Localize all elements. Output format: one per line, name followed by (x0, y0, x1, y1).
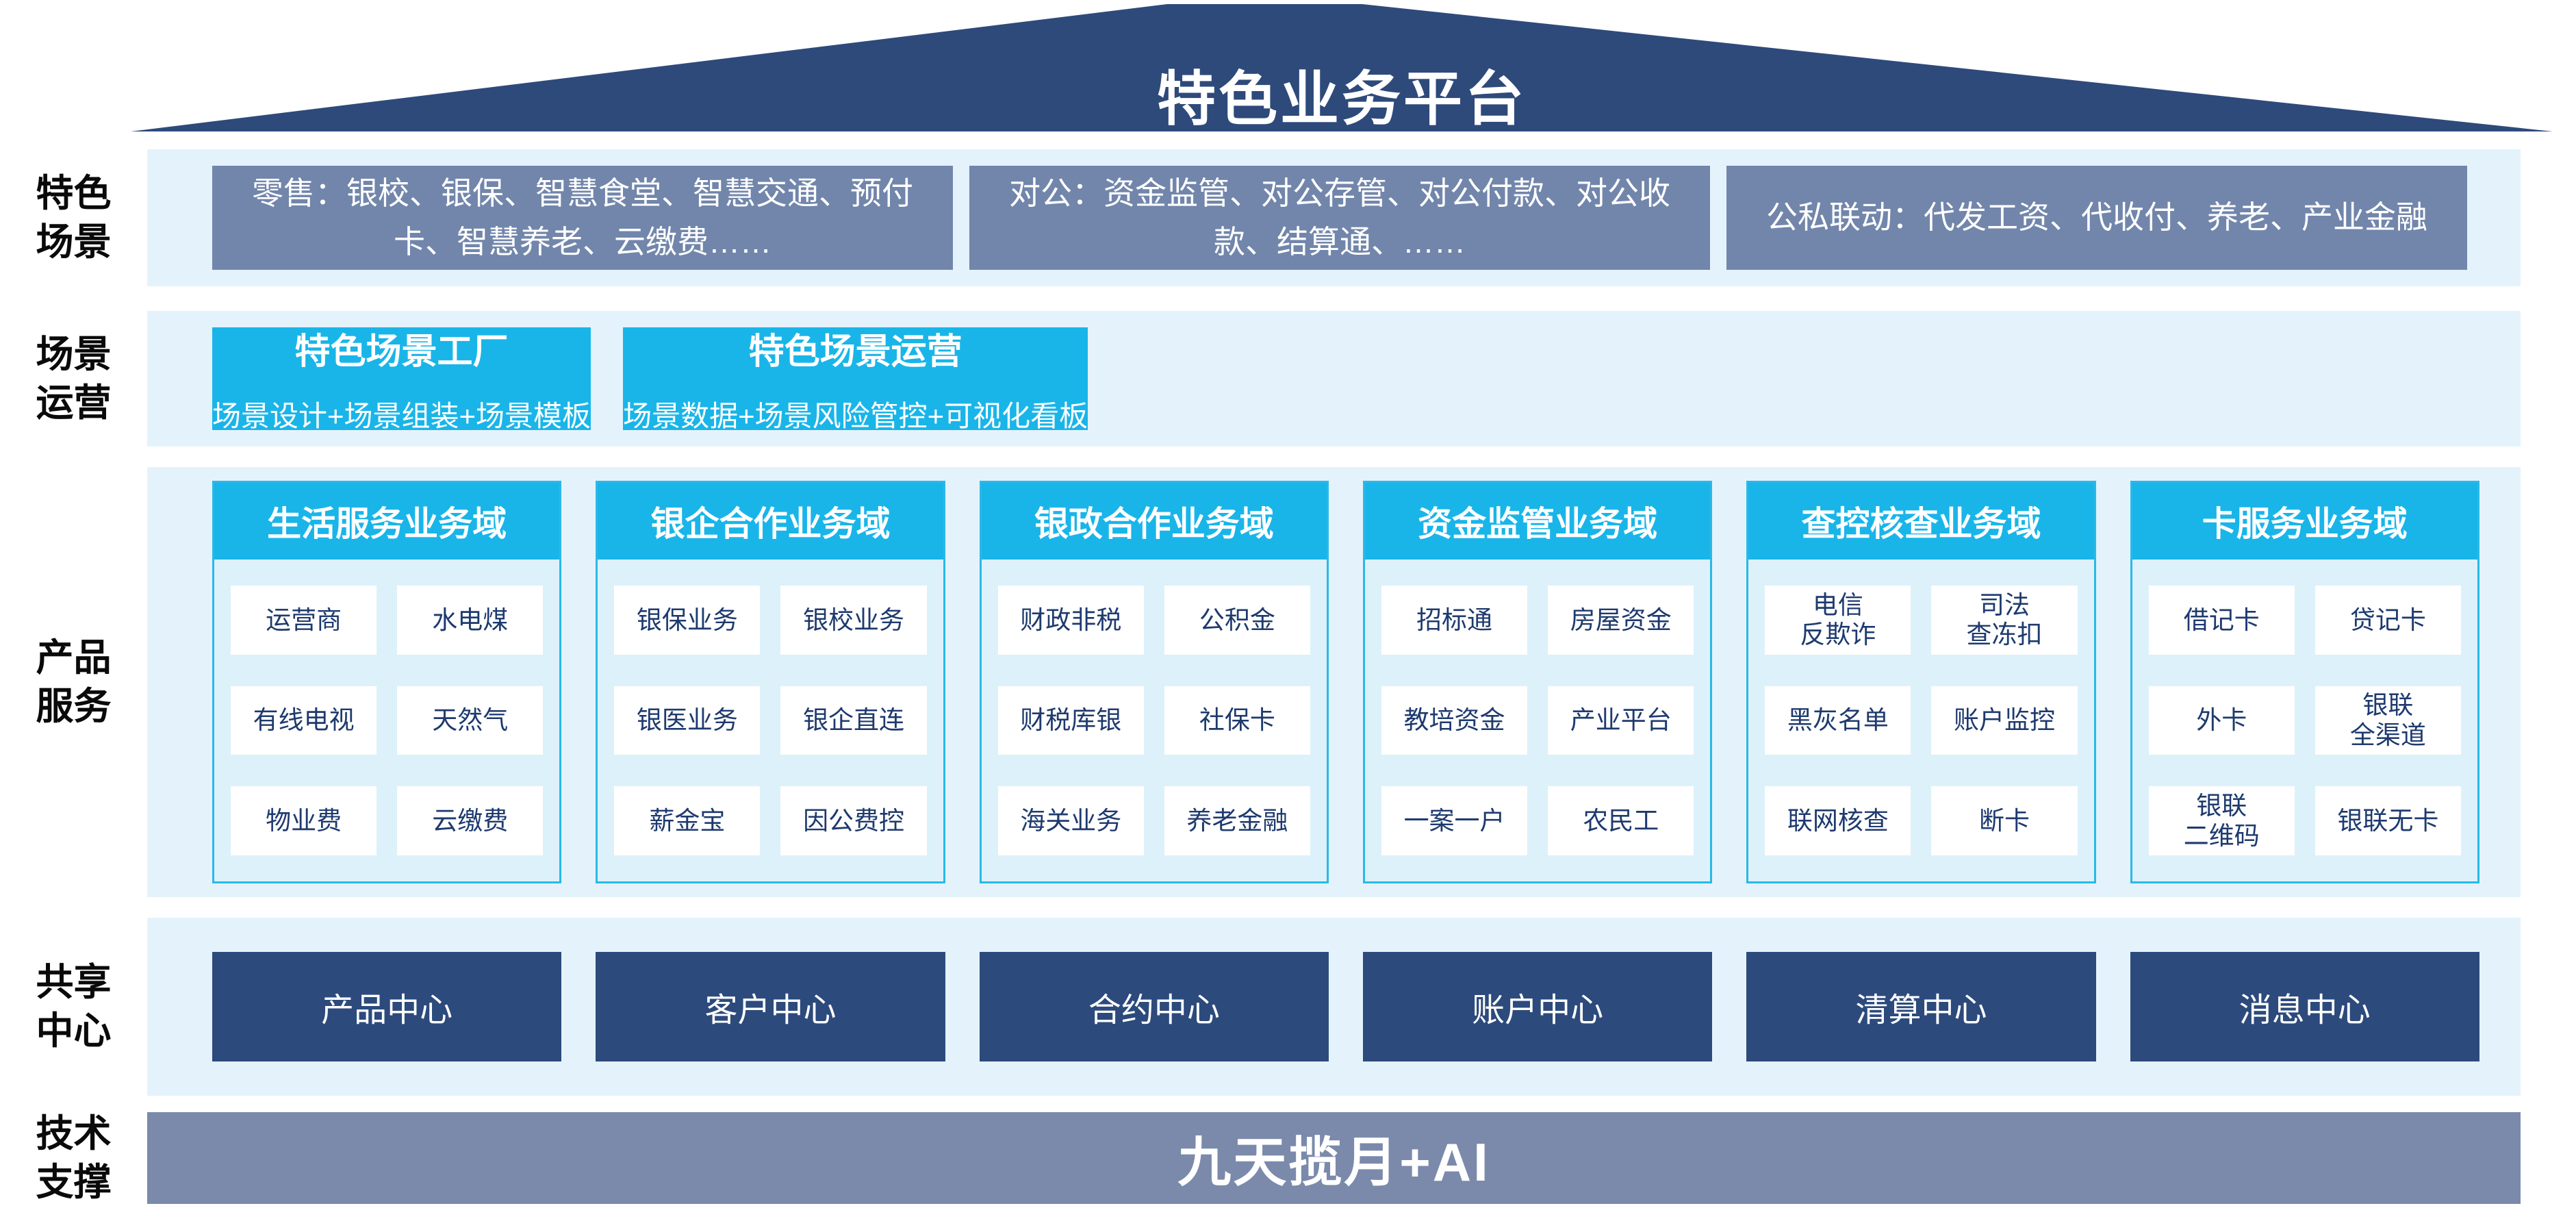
domain-item: 云缴费 (397, 786, 544, 855)
domain-item: 因公费控 (780, 786, 927, 855)
domain-card: 银企合作业务域 银保业务 银校业务 银医业务 银企直连 薪金宝 因公费控 (596, 481, 945, 883)
shared-center-box: 清算中心 (1746, 952, 2096, 1061)
domain-item: 海关业务 (997, 786, 1144, 855)
domain-card-body: 财政非税 公积金 财税库银 社保卡 海关业务 养老金融 (982, 560, 1327, 881)
domain-item: 有线电视 (231, 686, 377, 755)
domain-item: 账户监控 (1931, 686, 2078, 755)
tech-band: 九天揽月+AI (147, 1112, 2521, 1204)
domain-card-title: 生活服务业务域 (214, 483, 560, 560)
domain-item: 一案一户 (1381, 786, 1528, 855)
domain-item: 黑灰名单 (1765, 686, 1911, 755)
domain-item: 银联 二维码 (2148, 786, 2295, 855)
domain-card-body: 电信 反欺诈 司法 查冻扣 黑灰名单 账户监控 联网核查 断卡 (1748, 560, 2093, 881)
domain-card-title: 卡服务业务域 (2132, 483, 2477, 560)
domain-card-body: 银保业务 银校业务 银医业务 银企直连 薪金宝 因公费控 (598, 560, 943, 881)
domain-item: 断卡 (1931, 786, 2078, 855)
domain-card-body: 运营商 水电煤 有线电视 天然气 物业费 云缴费 (214, 560, 559, 881)
domain-card-title: 查控核查业务域 (1748, 483, 2094, 560)
domain-item: 养老金融 (1164, 786, 1310, 855)
domain-item: 财税库银 (997, 686, 1144, 755)
scene-box: 对公：资金监管、对公存管、对公付款、对公收款、结算通、…… (969, 166, 1710, 270)
domain-item: 房屋资金 (1548, 586, 1694, 655)
operation-band: 特色场景工厂 场景设计+场景组装+场景模板 特色场景运营 场景数据+场景风险管控… (147, 311, 2521, 447)
domain-card-body: 借记卡 贷记卡 外卡 银联 全渠道 银联 二维码 银联无卡 (2132, 560, 2477, 881)
row-label-tech: 技术 支撑 (36, 1111, 112, 1204)
domain-item: 运营商 (231, 586, 377, 655)
domain-item: 银医业务 (614, 686, 761, 755)
domain-card: 卡服务业务域 借记卡 贷记卡 外卡 银联 全渠道 银联 二维码 银联无卡 (2130, 481, 2479, 883)
domain-item: 财政非税 (997, 586, 1144, 655)
domain-item: 产业平台 (1548, 686, 1694, 755)
domain-card-title: 资金监管业务域 (1364, 483, 1711, 560)
operation-box-title: 特色场景运营 (748, 332, 962, 372)
domain-item: 公积金 (1164, 586, 1310, 655)
operation-box-subtitle: 场景设计+场景组装+场景模板 (212, 400, 591, 432)
scene-box: 零售：银校、银保、智慧食堂、智慧交通、预付卡、智慧养老、云缴费…… (212, 166, 953, 270)
domain-item: 银校业务 (780, 586, 927, 655)
row-label-products: 产品 服务 (36, 636, 112, 728)
operation-box: 特色场景运营 场景数据+场景风险管控+可视化看板 (623, 327, 1088, 432)
scene-box: 公私联动：代发工资、代收付、养老、产业金融 (1726, 166, 2467, 270)
domain-card: 生活服务业务域 运营商 水电煤 有线电视 天然气 物业费 云缴费 (212, 481, 562, 883)
domain-card: 资金监管业务域 招标通 房屋资金 教培资金 产业平台 一案一户 农民工 (1362, 481, 1713, 883)
domain-item: 银企直连 (780, 686, 927, 755)
domain-card: 查控核查业务域 电信 反欺诈 司法 查冻扣 黑灰名单 账户监控 联网核查 断卡 (1746, 481, 2096, 883)
row-label-operation: 场景 运营 (36, 332, 112, 425)
operation-box-subtitle: 场景数据+场景风险管控+可视化看板 (623, 400, 1088, 432)
domain-item: 水电煤 (397, 586, 544, 655)
domain-item: 外卡 (2148, 686, 2295, 755)
domain-item: 农民工 (1548, 786, 1694, 855)
domain-item: 薪金宝 (614, 786, 761, 855)
roof-shape (131, 4, 2553, 131)
domain-item: 贷记卡 (2314, 586, 2461, 655)
domain-item: 天然气 (397, 686, 544, 755)
operation-box-title: 特色场景工厂 (294, 332, 509, 372)
domain-item: 借记卡 (2148, 586, 2295, 655)
shared-center-box: 产品中心 (212, 952, 562, 1061)
domain-item: 银联无卡 (2314, 786, 2461, 855)
shared-center-box: 合约中心 (979, 952, 1329, 1061)
domain-item: 社保卡 (1164, 686, 1310, 755)
domain-card: 银政合作业务域 财政非税 公积金 财税库银 社保卡 海关业务 养老金融 (979, 481, 1329, 883)
domain-card-title: 银企合作业务域 (598, 483, 943, 560)
operation-box: 特色场景工厂 场景设计+场景组装+场景模板 (212, 327, 591, 432)
domain-card-body: 招标通 房屋资金 教培资金 产业平台 一案一户 农民工 (1365, 560, 1710, 881)
domain-item: 银联 全渠道 (2314, 686, 2461, 755)
shared-center-box: 客户中心 (596, 952, 945, 1061)
shared-band: 产品中心 客户中心 合约中心 账户中心 清算中心 消息中心 (147, 918, 2521, 1096)
row-label-shared: 共享 中心 (36, 960, 112, 1053)
products-band: 生活服务业务域 运营商 水电煤 有线电视 天然气 物业费 云缴费 (147, 467, 2521, 897)
shared-center-box: 账户中心 (1362, 952, 1713, 1061)
tech-banner: 九天揽月+AI (1177, 1132, 1490, 1192)
domain-item: 电信 反欺诈 (1765, 586, 1911, 655)
domain-item: 司法 查冻扣 (1931, 586, 2078, 655)
domain-item: 教培资金 (1381, 686, 1528, 755)
domain-item: 银保业务 (614, 586, 761, 655)
shared-center-box: 消息中心 (2130, 952, 2479, 1061)
domain-card-title: 银政合作业务域 (981, 483, 1327, 560)
domain-item: 联网核查 (1765, 786, 1911, 855)
scenes-band: 零售：银校、银保、智慧食堂、智慧交通、预付卡、智慧养老、云缴费…… 对公：资金监… (147, 149, 2521, 286)
row-label-scenes: 特色 场景 (36, 171, 112, 264)
domain-item: 物业费 (231, 786, 377, 855)
page-title: 特色业务平台 (1157, 66, 1527, 132)
domain-item: 招标通 (1381, 586, 1528, 655)
